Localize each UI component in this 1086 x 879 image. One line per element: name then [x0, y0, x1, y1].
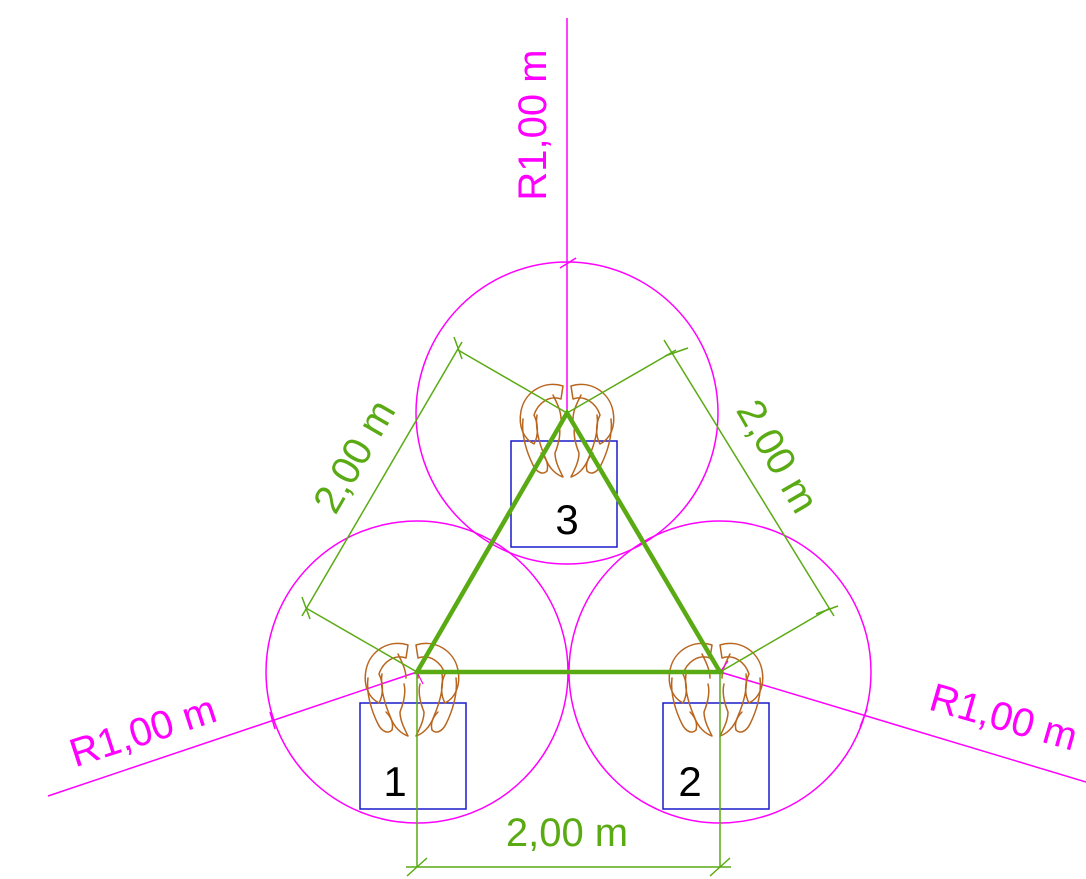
dim-right-tick-3 — [664, 347, 689, 357]
seat-number-1: 1 — [383, 758, 406, 805]
dim-bottom-tick-left — [406, 857, 428, 877]
dim-left-ext-1 — [305, 607, 418, 673]
dim-left-ext-3 — [457, 349, 568, 414]
radius-leader-left — [47, 671, 418, 797]
distance-dimensions — [301, 336, 839, 877]
radius-label-left: R1,00 m — [64, 687, 221, 776]
distance-label-right: 2,00 m — [728, 393, 827, 521]
dim-left-line — [301, 341, 463, 617]
person-symbols — [364, 383, 764, 737]
radius-label-top: R1,00 m — [511, 49, 555, 200]
dim-right-tick-2 — [815, 605, 839, 615]
seat-box-2 — [662, 702, 770, 810]
distance-label-left: 2,00 m — [305, 393, 404, 521]
radius-label-right: R1,00 m — [925, 676, 1082, 760]
distance-triangle — [413, 408, 724, 675]
seat-number-2: 2 — [678, 758, 701, 805]
dim-bottom-tick-right — [709, 857, 731, 877]
person-icon-1 — [364, 642, 460, 737]
radius-tick-left — [269, 711, 276, 730]
dim-left-tick-1 — [301, 596, 311, 620]
seat-number-3: 3 — [555, 496, 578, 543]
radius-leaders — [47, 18, 1086, 797]
dim-right-ext-2 — [719, 607, 831, 673]
person-icon-2 — [668, 642, 764, 737]
dim-left-tick-3 — [453, 336, 463, 360]
dim-right-ext-3 — [566, 349, 677, 414]
radius-tick-right — [859, 708, 868, 728]
seat-box-1 — [359, 702, 467, 810]
radius-leader-right — [719, 671, 1086, 783]
radius-tick-top — [559, 257, 577, 269]
distance-label-bottom: 2,00 m — [506, 811, 628, 855]
dim-right-line — [663, 339, 835, 617]
